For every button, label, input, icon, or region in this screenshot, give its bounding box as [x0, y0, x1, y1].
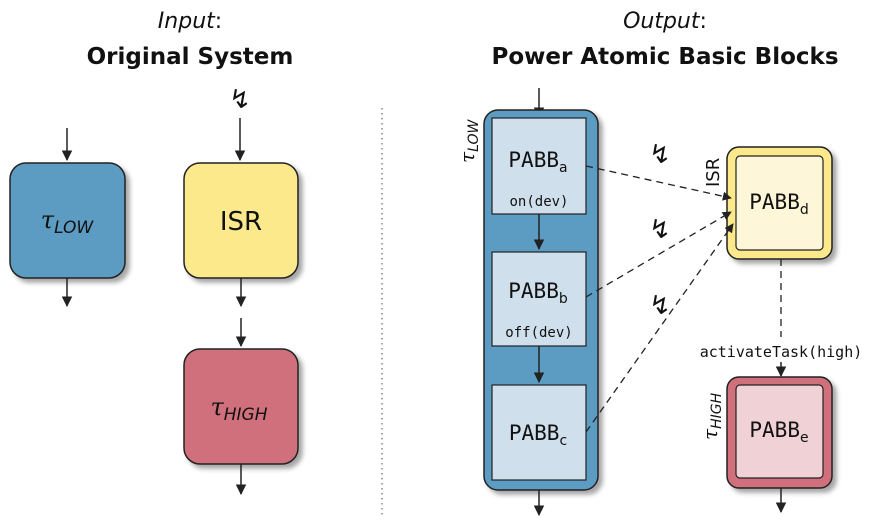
right-heading: Output: Power Atomic Basic Blocks — [491, 9, 838, 70]
interrupt-arrow-from-pabb-a — [585, 165, 732, 201]
isr-node-label: ISR — [220, 207, 262, 237]
lightning-icon-a: ↯ — [649, 140, 671, 170]
left-heading-bold: Original System — [87, 44, 294, 70]
interrupt-arrow-from-pabb-b — [585, 211, 732, 298]
pabb-d-label: PABBd — [749, 190, 808, 218]
task-low-label: τLOW — [455, 119, 482, 163]
right-heading-colon: : — [700, 9, 707, 34]
pabb-b-call: off(dev) — [505, 325, 572, 341]
svg-text:Input:: Input: — [158, 9, 222, 34]
task-high-label: τHIGH — [698, 392, 725, 440]
lightning-icon-b: ↯ — [649, 215, 671, 245]
isr-label: ISR — [703, 158, 724, 187]
left-heading-italic: Input — [158, 9, 216, 34]
pabb-a-label: PABBa — [508, 148, 567, 176]
tau-low-node-label: τLOW — [41, 206, 95, 238]
activation-label: activateTask(high) — [700, 343, 863, 361]
pabb-c-block — [491, 384, 587, 481]
interrupt-lightning-icon: ↯ — [229, 85, 251, 115]
right-heading-italic: Output — [623, 9, 701, 34]
pabb-e-block — [735, 384, 824, 479]
lightning-icon-c: ↯ — [649, 291, 671, 321]
left-heading: Input: Original System — [87, 9, 294, 70]
left-heading-colon: : — [215, 9, 222, 34]
svg-text:Output:: Output: — [623, 9, 707, 34]
interrupt-arrow-from-pabb-c — [585, 223, 734, 433]
pabb-d-block — [735, 155, 824, 251]
tau-high-node-label: τHIGH — [210, 393, 267, 425]
pabb-c-label: PABBc — [509, 421, 567, 449]
pabb-b-label: PABBb — [508, 279, 568, 307]
pabb-a-call: on(dev) — [509, 194, 568, 210]
right-heading-bold: Power Atomic Basic Blocks — [491, 44, 838, 70]
pabb-e-label: PABBe — [749, 418, 808, 446]
